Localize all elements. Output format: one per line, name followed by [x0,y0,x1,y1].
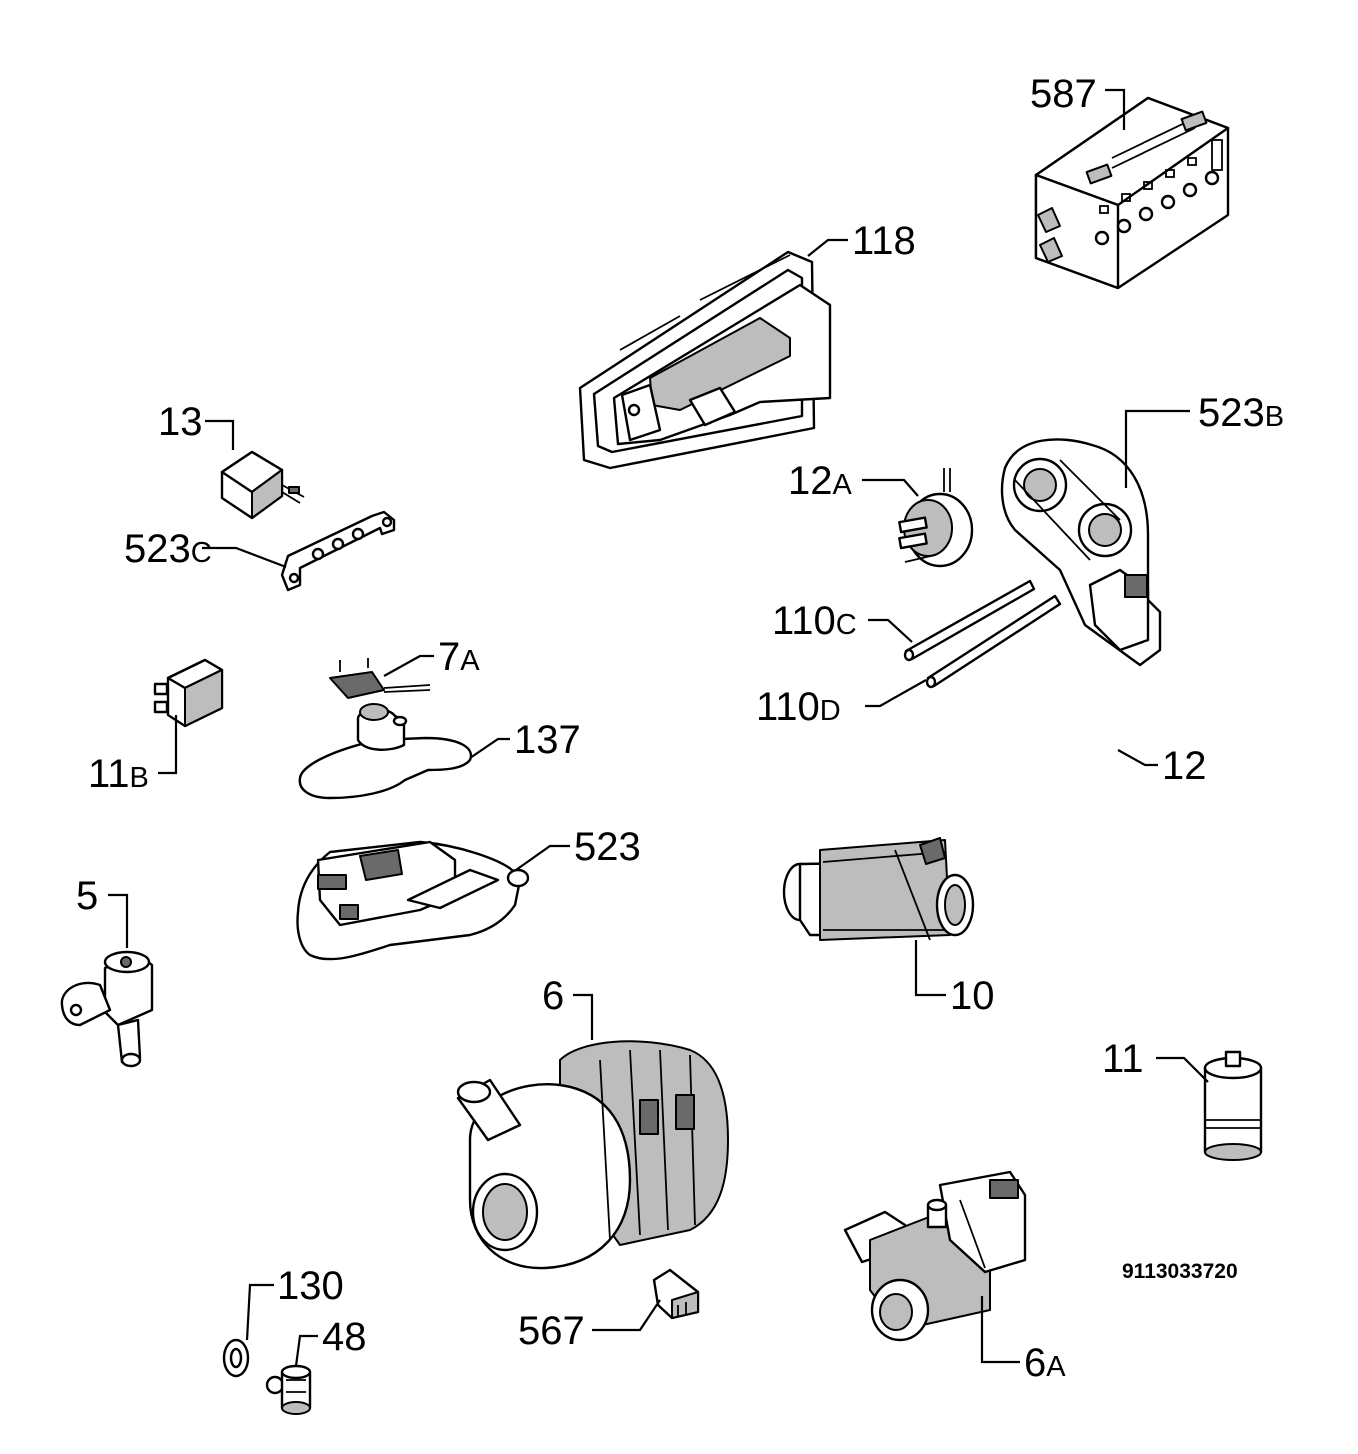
label-12a: 12A [788,459,853,503]
part-523b-drawing[interactable] [1000,438,1162,667]
part-5-drawing[interactable] [60,950,154,1068]
label-118: 118 [852,219,916,263]
part-130-drawing[interactable] [222,1338,250,1378]
label-587: 587 [1030,72,1097,116]
label-5: 5 [76,874,98,918]
leader-lines [108,88,1209,1367]
label-523b: 523B [1198,391,1284,435]
label-6a: 6A [1024,1341,1066,1385]
label-11b: 11B [88,752,149,796]
part-118-drawing[interactable] [578,250,832,470]
label-11: 11 [1102,1037,1144,1081]
label-110d: 110D [756,685,841,729]
diagram-code: 9113033720 [1122,1260,1238,1283]
label-7a: 7A [438,635,480,679]
part-110c-drawing[interactable] [903,579,1036,662]
part-110d-drawing[interactable] [925,594,1062,689]
label-6: 6 [542,974,564,1018]
label-13: 13 [158,400,203,444]
part-11b-drawing[interactable] [153,658,224,728]
label-523: 523 [574,825,641,869]
part-11-drawing[interactable] [1203,1050,1263,1161]
label-567: 567 [518,1309,585,1353]
part-567-drawing[interactable] [652,1268,700,1320]
part-523-drawing[interactable] [296,840,530,961]
label-48: 48 [322,1315,367,1359]
part-137-drawing[interactable] [298,703,473,800]
part-10-drawing[interactable] [782,837,975,941]
label-130: 130 [277,1264,344,1308]
part-7a-drawing[interactable] [329,658,431,699]
label-137: 137 [514,718,581,762]
part-12a-drawing[interactable] [898,468,974,568]
label-12: 12 [1162,744,1207,788]
part-587-drawing[interactable] [1034,96,1230,290]
part-6-drawing[interactable] [456,1040,729,1270]
part-13-drawing[interactable] [220,450,305,520]
part-6a-drawing[interactable] [843,1170,1027,1342]
part-48-drawing[interactable] [265,1364,312,1415]
label-523c: 523C [124,527,212,571]
part-523c-drawing[interactable] [280,510,396,592]
label-10: 10 [950,974,995,1018]
label-110c: 110C [772,599,857,643]
